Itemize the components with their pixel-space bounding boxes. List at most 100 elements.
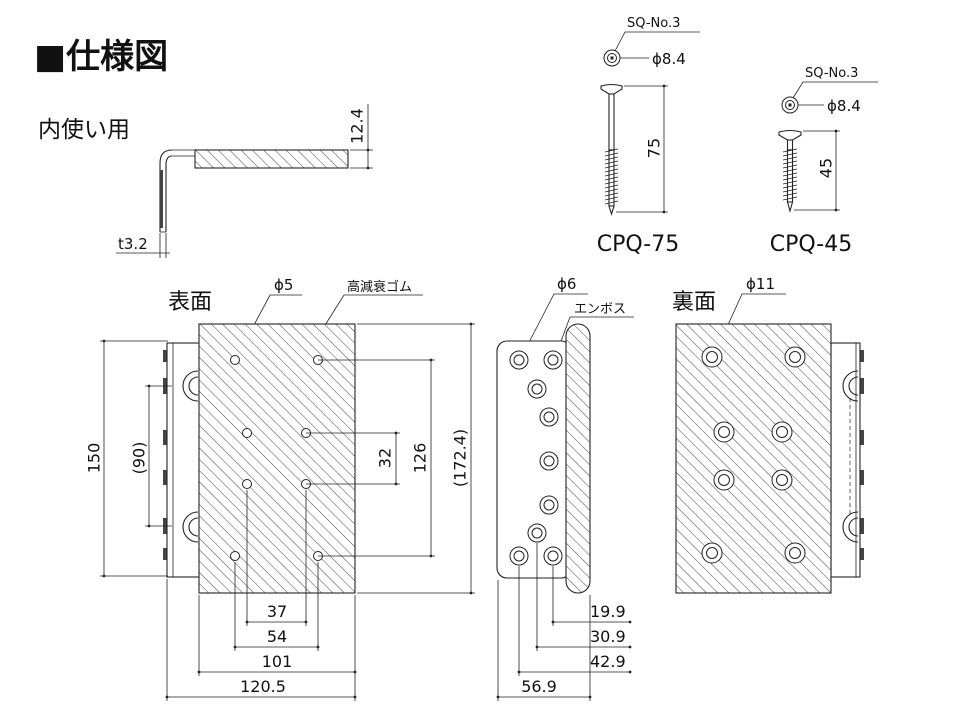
hole xyxy=(531,527,543,539)
profile-plate-top xyxy=(172,149,195,157)
dim-text-19-9: 19.9 xyxy=(590,602,626,621)
screw-cpq-75: SQ-No.3 ϕ8.4 75 CPQ-75 xyxy=(597,16,700,257)
dim-text-30-9: 30.9 xyxy=(590,627,626,646)
screw-model-label: CPQ-45 xyxy=(770,232,853,257)
page-title: ■仕様図 xyxy=(34,37,168,77)
back-face xyxy=(675,323,832,594)
front-view-label: 表面 xyxy=(168,290,212,315)
screw-head xyxy=(600,83,623,95)
dim-ext-126 xyxy=(318,359,435,557)
mount-curl-inner xyxy=(848,376,859,396)
dim-ext-t3-2 xyxy=(159,233,167,258)
hole xyxy=(789,351,801,363)
screw-threads xyxy=(782,148,798,201)
back-view: 裏面 ϕ11 xyxy=(672,275,864,594)
plate-nub xyxy=(163,470,167,485)
hole xyxy=(513,354,525,366)
rubber-leader xyxy=(321,294,423,331)
mount-curl-outer xyxy=(182,370,199,402)
inner-use-label: 内使い用 xyxy=(38,117,130,143)
dim-text-150: 150 xyxy=(85,443,104,474)
plate-nub xyxy=(860,518,864,534)
plate-nub xyxy=(163,548,167,560)
hole xyxy=(242,479,252,489)
mount-curl-outer xyxy=(182,511,199,543)
screw-tip xyxy=(786,201,794,214)
dim-text-90: (90) xyxy=(130,442,149,475)
hole xyxy=(718,474,730,486)
rubber-face xyxy=(198,323,356,594)
hole xyxy=(718,426,730,438)
hole xyxy=(543,455,555,467)
hole xyxy=(547,354,559,366)
hole xyxy=(706,351,718,363)
mount-curl-inner xyxy=(848,517,859,537)
side-view: ϕ6 エンボス 19.9 30.9 42.9 56.9 xyxy=(496,275,634,701)
dim-ext-150 xyxy=(100,340,168,577)
profile-rubber-pad xyxy=(194,149,349,169)
dim-ext-bottom xyxy=(166,490,356,701)
plate-nub xyxy=(860,350,864,362)
square-drive-icon xyxy=(788,103,792,107)
dim-text-120-5: 120.5 xyxy=(240,677,286,696)
plate-nub xyxy=(860,548,864,560)
mount-curl-outer xyxy=(842,511,859,543)
bracket-plate xyxy=(830,342,861,578)
hole xyxy=(513,550,525,562)
plate-nub xyxy=(860,378,864,394)
hole-leader xyxy=(523,293,588,353)
dim-text-45: 45 xyxy=(817,158,836,178)
screw-head xyxy=(778,129,802,141)
plate-nub xyxy=(163,430,167,445)
dim-ext-75 xyxy=(616,85,668,213)
emboss-leader xyxy=(556,316,634,353)
screw-cpq-45: SQ-No.3 ϕ8.4 45 CPQ-45 xyxy=(770,66,878,257)
dim-text-101: 101 xyxy=(262,652,293,671)
square-drive-icon xyxy=(610,56,614,60)
hole xyxy=(531,383,543,395)
inner-use-profile: 12.4 t3.2 xyxy=(116,104,373,258)
drive-callout: SQ-No.3 xyxy=(627,16,680,31)
side-plate xyxy=(496,340,572,579)
dim-text-37: 37 xyxy=(267,602,287,621)
screw-shank xyxy=(608,93,615,151)
drive-leader xyxy=(792,81,878,99)
hole xyxy=(776,426,788,438)
dim-text-126: 126 xyxy=(411,443,430,474)
hole xyxy=(543,411,555,423)
hole xyxy=(776,474,788,486)
dim-text-75: 75 xyxy=(645,138,664,158)
dim-text-t3-2: t3.2 xyxy=(118,235,148,253)
plate-nub xyxy=(860,470,864,485)
mount-curl-inner xyxy=(188,376,199,396)
mount-curl-outer xyxy=(842,370,859,402)
screw-tip xyxy=(608,205,615,216)
drive-callout: SQ-No.3 xyxy=(805,66,858,81)
hole xyxy=(547,550,559,562)
profile-bend-outer xyxy=(159,149,173,232)
dim-text-54: 54 xyxy=(267,627,287,646)
head-dia-callout: ϕ8.4 xyxy=(827,97,861,115)
dim-ext-side xyxy=(497,543,591,701)
hole xyxy=(230,355,240,365)
screw-model-label: CPQ-75 xyxy=(597,232,680,257)
dim-text-32: 32 xyxy=(376,448,395,468)
dim-ext-32 xyxy=(306,432,400,485)
mount-curl-inner xyxy=(188,517,199,537)
dim-text-56-9: 56.9 xyxy=(521,677,557,696)
screw-threads xyxy=(604,148,619,205)
hole-callout: ϕ6 xyxy=(557,275,576,293)
dim-ext-12-4 xyxy=(350,149,373,169)
head-dia-callout: ϕ8.4 xyxy=(652,50,686,68)
hole xyxy=(706,547,718,559)
hole xyxy=(242,428,252,438)
screw-shank xyxy=(786,139,794,151)
drive-leader xyxy=(614,31,700,52)
hole-callout: ϕ5 xyxy=(274,276,293,294)
hole-callout: ϕ11 xyxy=(746,275,775,293)
dim-text-12-4: 12.4 xyxy=(348,108,367,144)
profile-leg-pad xyxy=(160,170,163,228)
dim-text-172-4: (172.4) xyxy=(451,429,470,487)
profile-bend-inner xyxy=(165,155,173,232)
